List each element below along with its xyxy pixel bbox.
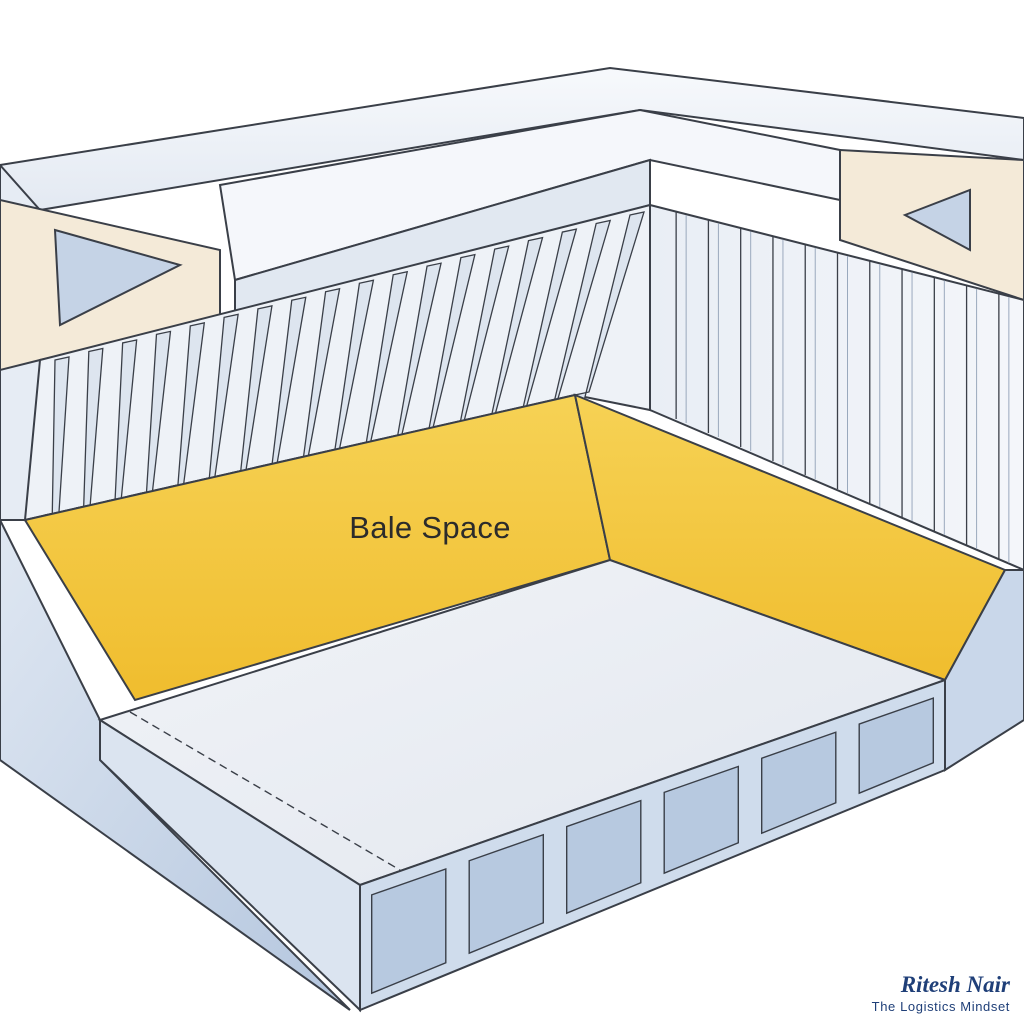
hatch-dashed-line: [129, 711, 401, 871]
right-tank-opening: [902, 188, 971, 252]
bale-space-label: Bale Space: [349, 510, 511, 545]
left-tank-opening: [53, 228, 183, 327]
double-bottom-cell: [858, 697, 934, 795]
brand-name: Ritesh Nair: [900, 972, 1010, 997]
double-bottom-side: [99, 718, 361, 1013]
side-frame: [574, 211, 645, 411]
double-bottom-cells: [371, 697, 934, 995]
double-bottom-cell: [566, 799, 642, 915]
double-bottom-cell: [663, 765, 739, 875]
right-hull-side: [944, 569, 1024, 772]
double-bottom-cell: [761, 731, 837, 835]
brand-signature: Ritesh Nair The Logistics Mindset: [872, 972, 1010, 1014]
left-hull-side: [0, 519, 351, 1011]
bulkhead-stiffeners: [675, 212, 1010, 563]
double-bottom-cell: [371, 867, 447, 995]
brand-tagline: The Logistics Mindset: [871, 999, 1010, 1014]
double-bottom-cell: [468, 833, 544, 955]
